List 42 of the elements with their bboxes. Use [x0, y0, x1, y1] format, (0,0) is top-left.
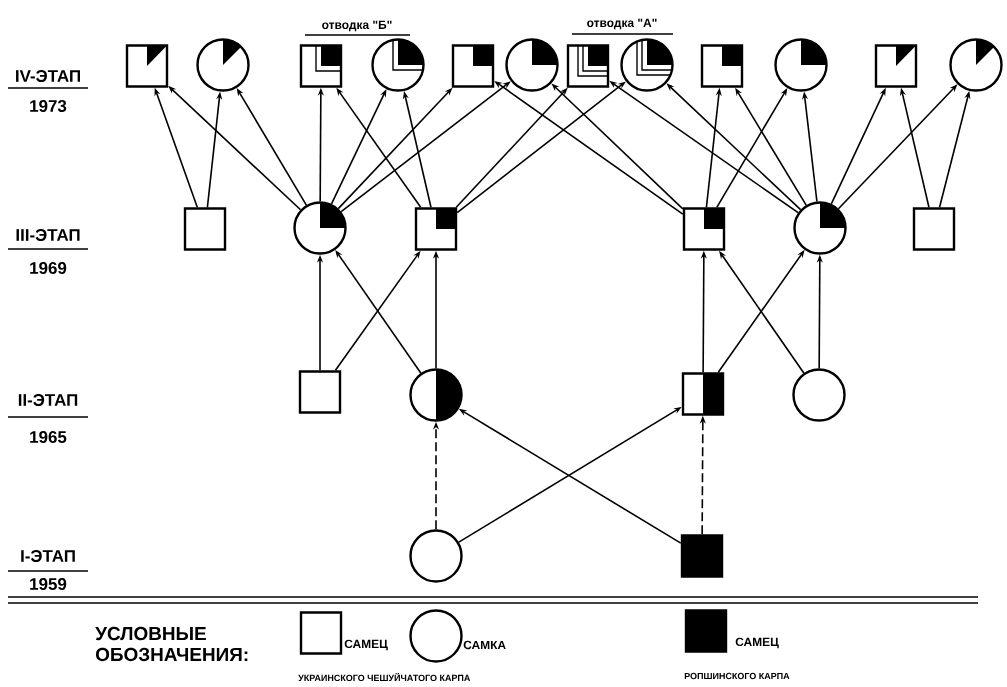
arrow: [716, 88, 788, 209]
offshoot-label: отводка "Б": [322, 20, 392, 32]
legend-caption: УКРАИНСКОГО ЧЕШУЙЧАТОГО КАРПА: [298, 672, 471, 682]
male-square: [298, 370, 342, 414]
male-square: [125, 44, 169, 88]
male-square: [912, 207, 956, 251]
male-square: [414, 207, 458, 251]
legend-caption: РОПШИНСКОГО КАРПА: [684, 672, 790, 680]
male-square: [680, 534, 724, 578]
legend-label: САМЕЦ: [344, 639, 388, 651]
female-circle: [409, 529, 463, 583]
female-circle: [774, 38, 828, 92]
female-circle: [196, 38, 250, 92]
year-label: 1969: [30, 262, 67, 274]
male-square: [299, 44, 343, 88]
male-square: [566, 44, 610, 88]
stage-label: II-ЭТАП: [18, 394, 78, 406]
female-circle: [409, 368, 463, 422]
male-square: [451, 44, 495, 88]
stage-label: III-ЭТАП: [16, 229, 80, 241]
female-circle: [371, 38, 425, 92]
female-circle: [949, 38, 1003, 92]
year-label: 1973: [30, 100, 67, 112]
male-square: [681, 372, 725, 416]
year-label: 1965: [30, 431, 67, 443]
female-circle: [793, 201, 847, 255]
legend-label: САМЕЦ: [735, 637, 779, 649]
female-circle: [293, 201, 347, 255]
arrow: [456, 81, 626, 214]
male-square: [183, 207, 227, 251]
legend-label: САМКА: [463, 640, 506, 650]
male-square: [700, 44, 744, 88]
stage-label: IV-ЭТАП: [16, 70, 80, 82]
legend-heading: УСЛОВНЫЕ ОБОЗНАЧЕНИЯ:: [95, 626, 248, 662]
male-square: [874, 44, 918, 88]
female-circle: [792, 368, 846, 422]
stage-label: I-ЭТАП: [21, 550, 75, 562]
male-square: [682, 207, 726, 251]
year-label: 1959: [30, 578, 67, 590]
offshoot-label: отводка "А": [587, 18, 657, 30]
female-circle: [620, 38, 674, 92]
female-circle: [505, 38, 559, 92]
